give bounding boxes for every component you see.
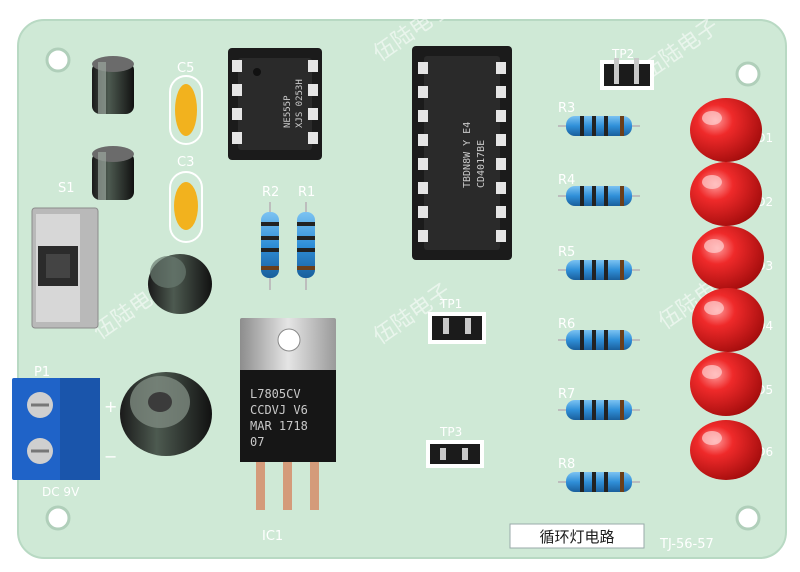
led-6 <box>690 420 762 480</box>
label-r6: R6 <box>558 317 575 332</box>
resistor-r1: R1 <box>297 185 315 290</box>
regulator-ic1: L7805CV CCDVJ V6 MAR 1718 07 IC1 <box>240 318 336 544</box>
ceramic-capacitor-c5: C5 <box>169 61 203 145</box>
label-tp2: TP2 <box>611 47 634 61</box>
electrolytic-capacitor-small <box>148 254 212 314</box>
label-r2: R2 <box>262 185 279 200</box>
chip-text: MAR 1718 <box>250 419 308 433</box>
label-r7: R7 <box>558 387 575 402</box>
label-r4: R4 <box>558 173 575 188</box>
power-label: DC 9V <box>42 485 80 499</box>
label-r5: R5 <box>558 245 575 260</box>
led-1 <box>690 98 762 162</box>
resistor-r2: R2 <box>261 185 279 290</box>
label-r3: R3 <box>558 101 575 116</box>
ic-ne555: NE555P XJS 0253H <box>228 48 322 160</box>
resistor-r3: R3 <box>558 101 640 136</box>
led-2 <box>690 162 762 226</box>
mounting-holes <box>45 47 761 531</box>
electrolytic-capacitor-large <box>120 372 212 456</box>
label-tp1: TP1 <box>439 297 462 311</box>
led-4 <box>692 288 764 352</box>
chip-text: NE555P <box>283 95 293 128</box>
resistor-r5: R5 <box>558 245 640 280</box>
label-c3: C3 <box>177 155 194 170</box>
chip-text: TBDN8W Y E4 <box>462 122 473 188</box>
plus-sign: + <box>104 397 117 416</box>
resistor-r4: R4 <box>558 173 640 206</box>
slide-switch-s1: S1 <box>31 181 99 329</box>
resistor-r8: R8 <box>558 457 640 492</box>
label-c5: C5 <box>177 61 194 76</box>
test-point-tp1: TP1 <box>428 297 486 344</box>
chip-text: XJS 0253H <box>295 79 305 128</box>
label-s1: S1 <box>58 181 75 196</box>
resistor-r7: R7 <box>558 387 640 420</box>
chip-text: CCDVJ V6 <box>250 403 308 417</box>
board-model: TJ-56-57 <box>659 537 714 552</box>
electrolytic-capacitor-mid <box>92 146 134 200</box>
ceramic-capacitor-c3: C3 <box>169 155 203 243</box>
label-p1: P1 <box>34 365 50 380</box>
minus-sign: − <box>104 447 117 466</box>
terminal-block-p1: P1 + − DC 9V <box>12 365 117 499</box>
electrolytic-capacitor-top <box>92 56 134 114</box>
chip-text: CD4017BE <box>476 140 487 188</box>
test-point-tp3: TP3 <box>426 425 484 468</box>
label-ic1: IC1 <box>262 529 283 544</box>
chip-text: 07 <box>250 435 264 449</box>
chip-text: L7805CV <box>250 387 301 401</box>
board-title: 循环灯电路 <box>539 528 614 546</box>
led-3 <box>692 226 764 290</box>
test-point-tp2: TP2 <box>600 47 654 90</box>
led-5 <box>690 352 762 416</box>
board-title-box: 循环灯电路 <box>509 523 645 549</box>
label-r8: R8 <box>558 457 575 472</box>
resistor-r6: R6 <box>558 317 640 350</box>
label-tp3: TP3 <box>439 425 462 439</box>
ic-cd4017: TBDN8W Y E4 CD4017BE <box>412 46 512 260</box>
label-r1: R1 <box>298 185 315 200</box>
